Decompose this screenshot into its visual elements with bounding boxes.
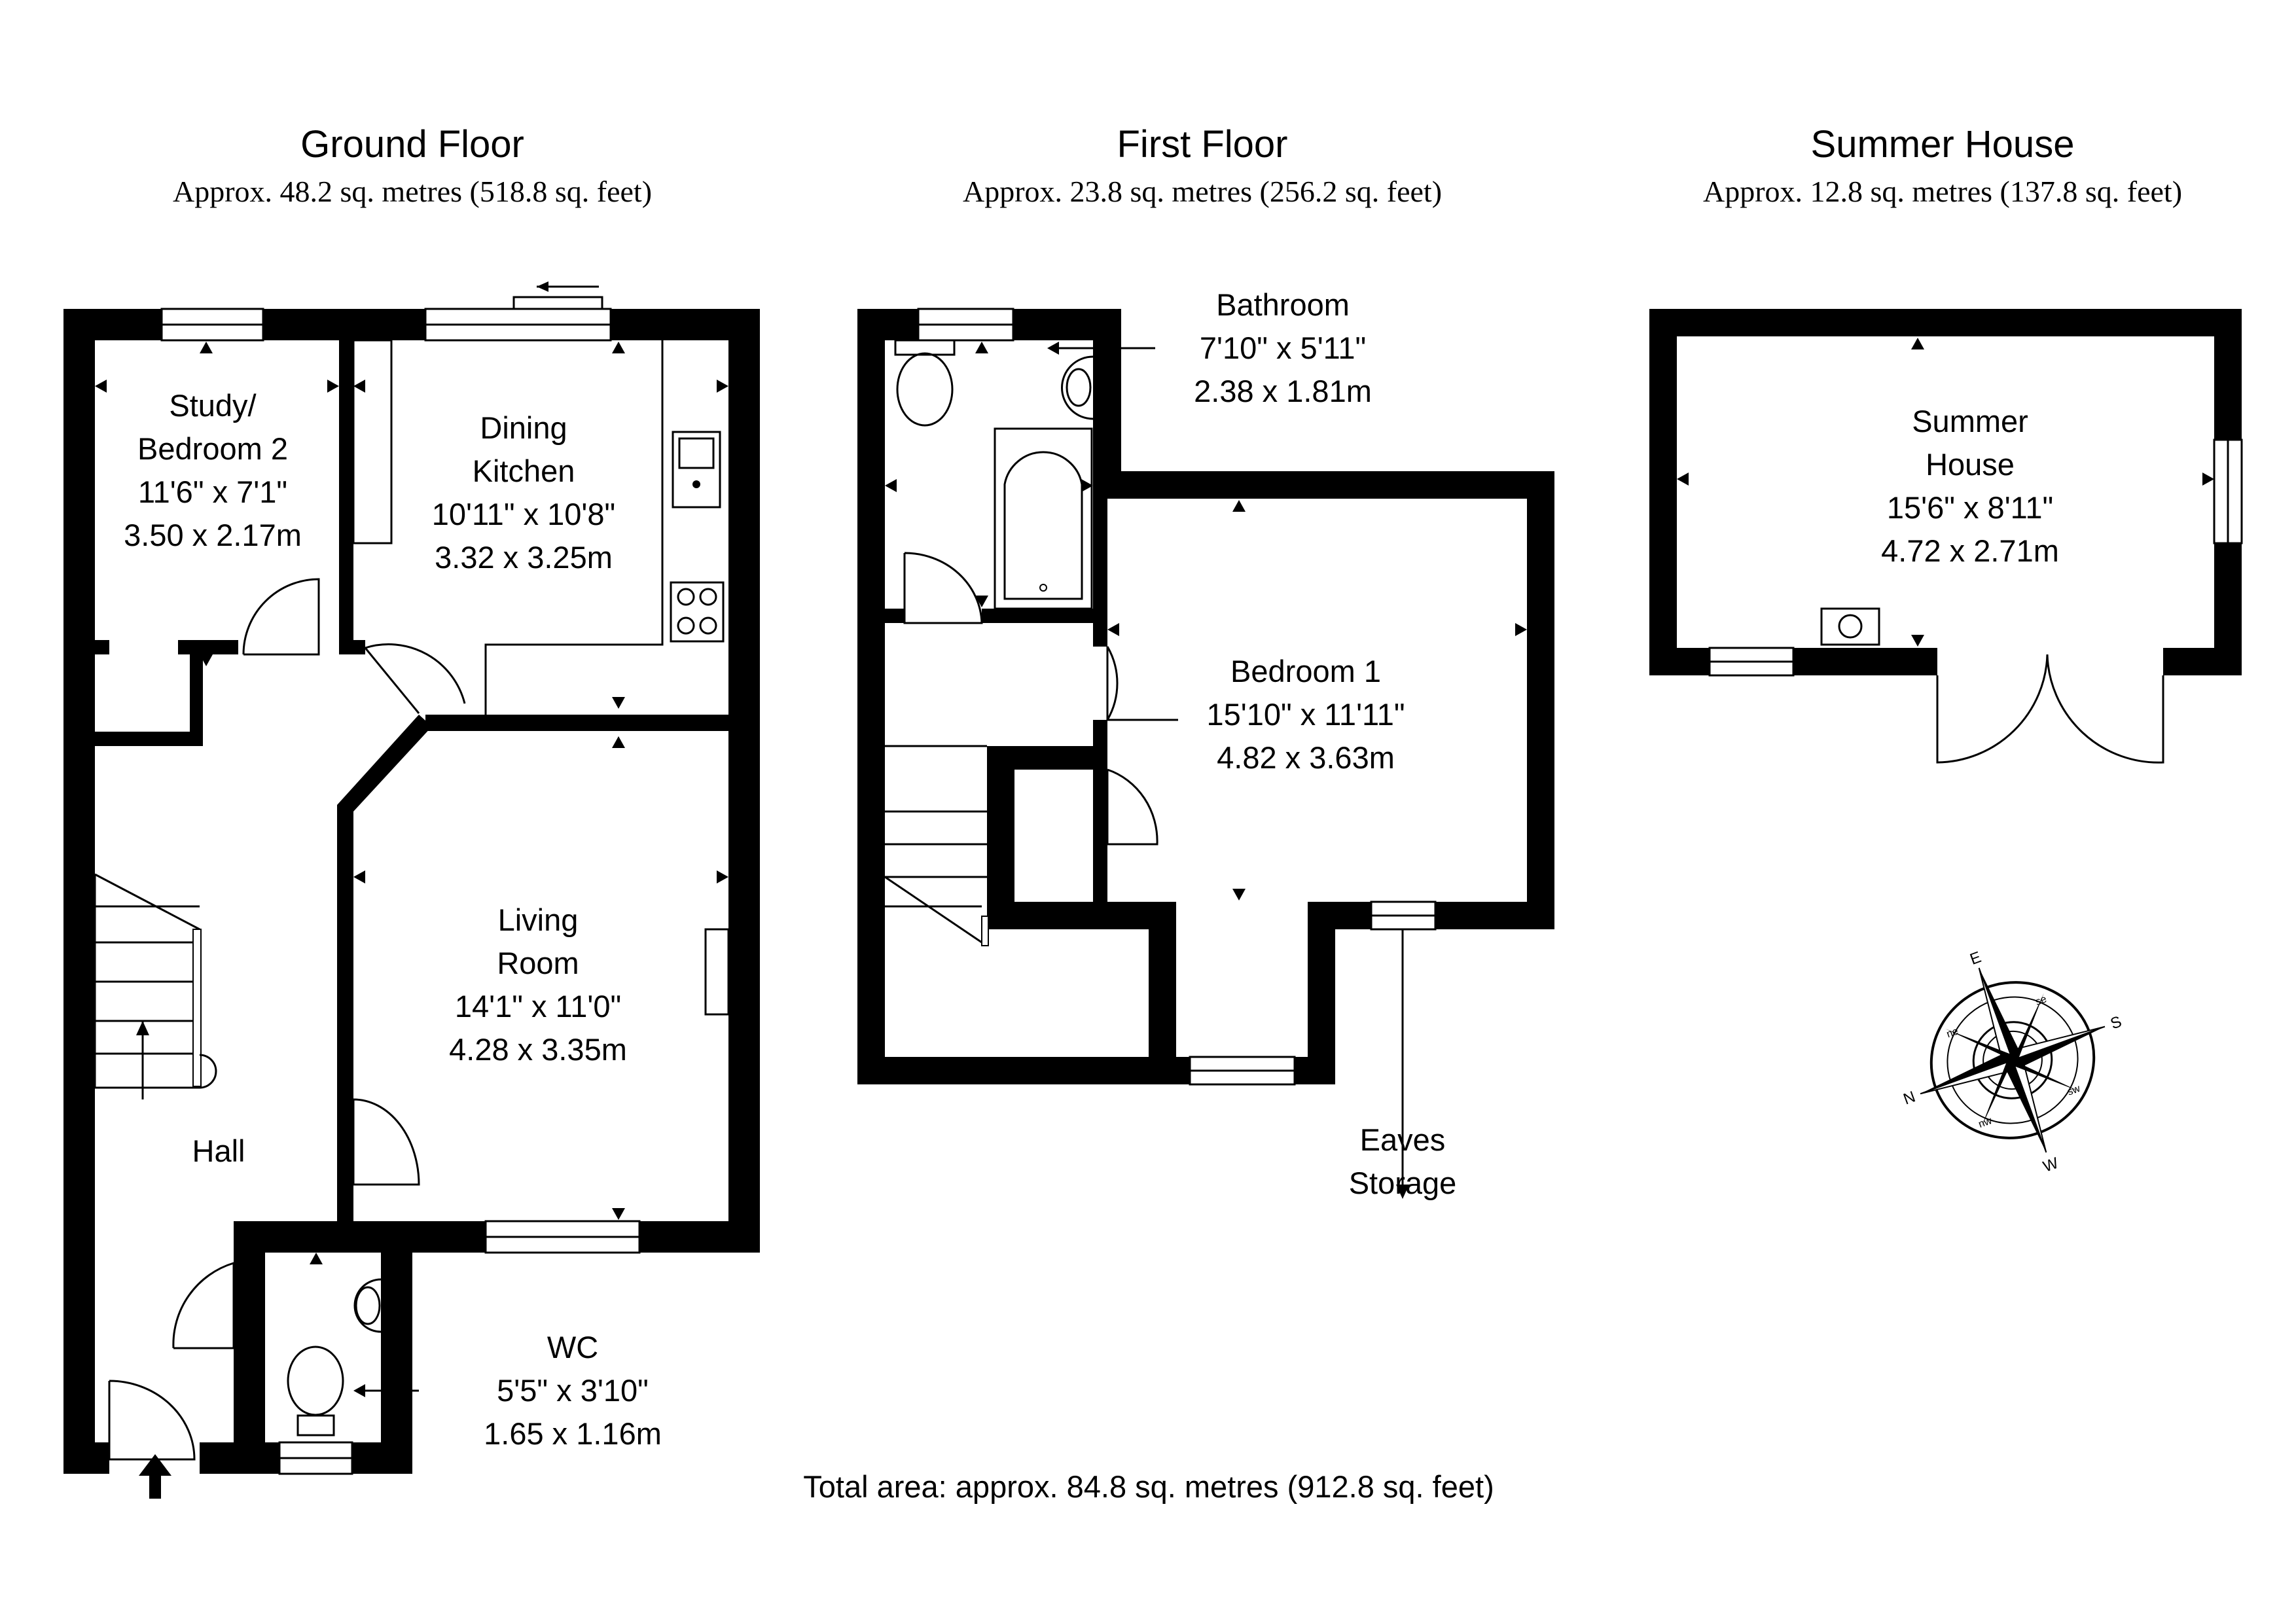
study-imperial: 11'6" x 7'1" (138, 474, 287, 509)
wc-imperial: 5'5" x 3'10" (497, 1373, 649, 1408)
ground-floor-title: Ground Floor (300, 123, 524, 166)
study-label-2: Bedroom 2 (137, 431, 288, 466)
summer-house-title: Summer House (1811, 123, 2075, 166)
ground-floor-area: Approx. 48.2 sq. metres (518.8 sq. feet) (173, 175, 652, 208)
total-area: Total area: approx. 84.8 sq. metres (912… (803, 1469, 1494, 1504)
compass-minor-sw: sw (2066, 1083, 2082, 1098)
living-label-1: Living (498, 902, 579, 937)
ground-floor-plan: Study/ Bedroom 2 11'6" x 7'1" 3.50 x 2.1… (63, 281, 760, 1499)
compass-minor-ne: ne (1945, 1026, 1960, 1040)
bath-icon (994, 427, 1093, 610)
first-floor-title: First Floor (1117, 123, 1288, 166)
stairs-icon (94, 873, 217, 1099)
compass-letter-s: S (2108, 1013, 2124, 1033)
bathroom-metric: 2.38 x 1.81m (1194, 374, 1372, 408)
summer-label-1: Summer (1912, 404, 2028, 438)
wc-metric: 1.65 x 1.16m (484, 1416, 662, 1451)
summer-house-area: Approx. 12.8 sq. metres (137.8 sq. feet) (1703, 175, 2182, 208)
compass-letter-w: W (2041, 1154, 2061, 1176)
sink-icon (672, 431, 721, 508)
hall-label: Hall (192, 1133, 245, 1168)
summer-metric: 4.72 x 2.71m (1881, 533, 2059, 568)
toilet-icon (894, 339, 956, 427)
bedroom1-metric: 4.82 x 3.63m (1217, 740, 1395, 775)
compass-minor-nw: nw (1977, 1115, 1994, 1130)
bedroom1-imperial: 15'10" x 11'11" (1206, 697, 1405, 732)
compass-minor-se: se (2034, 993, 2049, 1008)
bathroom-imperial: 7'10" x 5'11" (1200, 330, 1366, 365)
first-floor-plan: Bathroom 7'10" x 5'11" 2.38 x 1.81m Bedr… (857, 287, 1554, 1200)
hob-icon (670, 581, 725, 643)
floor-headings: Ground Floor Approx. 48.2 sq. metres (51… (173, 123, 2182, 208)
study-metric: 3.50 x 2.17m (124, 518, 302, 552)
toilet-icon (287, 1346, 344, 1436)
living-imperial: 14'1" x 11'0" (455, 989, 621, 1024)
summer-imperial: 15'6" x 8'11" (1887, 490, 2053, 525)
dining-label-1: Dining (480, 410, 567, 445)
dining-metric: 3.32 x 3.25m (435, 540, 613, 575)
study-label-1: Study/ (169, 388, 257, 423)
bathroom-label: Bathroom (1216, 287, 1350, 322)
bedroom1-label: Bedroom 1 (1230, 654, 1381, 688)
basin-icon (1061, 355, 1094, 420)
dining-imperial: 10'11" x 10'8" (432, 497, 615, 531)
summer-label-2: House (1926, 447, 2015, 482)
eaves-label-1: Eaves (1360, 1122, 1446, 1157)
compass-letter-e: E (1967, 948, 1983, 969)
summer-house-plan: Summer House 15'6" x 8'11" 4.72 x 2.71m (1649, 309, 2243, 764)
basin-icon (353, 1278, 382, 1333)
living-metric: 4.28 x 3.35m (449, 1032, 627, 1067)
living-label-2: Room (497, 946, 579, 980)
wc-label: WC (547, 1330, 598, 1364)
compass-letter-n: N (1901, 1088, 1918, 1108)
compass-rose-icon: E S W N se sw nw ne (1901, 948, 2125, 1176)
entrance-arrow-icon (139, 1454, 171, 1499)
stairs-icon (884, 745, 989, 946)
dining-label-2: Kitchen (473, 454, 575, 488)
eaves-label-2: Storage (1349, 1166, 1457, 1200)
first-floor-area: Approx. 23.8 sq. metres (256.2 sq. feet) (963, 175, 1442, 208)
